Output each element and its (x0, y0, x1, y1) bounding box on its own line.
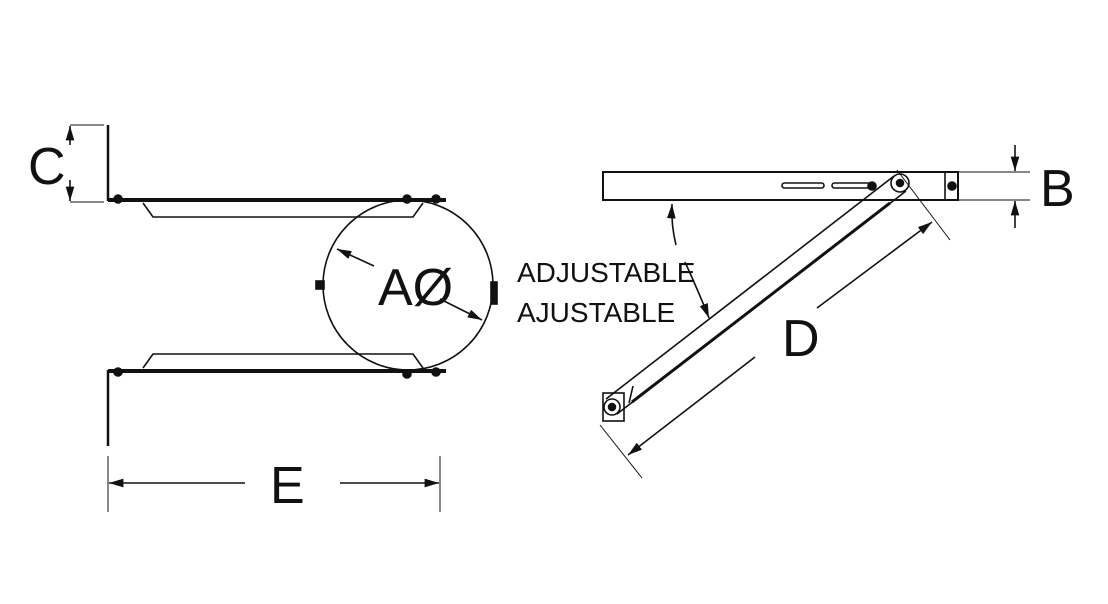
pipe-circle (315, 199, 498, 371)
dimension-e (107, 456, 441, 512)
side-bracket-arm (602, 171, 1030, 422)
label-d: D (782, 310, 820, 368)
dimension-d (599, 169, 951, 479)
label-e: E (270, 457, 305, 515)
label-c: C (28, 138, 66, 196)
label-b: B (1040, 160, 1075, 218)
label-adjustable: ADJUSTABLE (517, 257, 695, 288)
bottom-bracket (106, 353, 446, 446)
label-ajustable: AJUSTABLE (517, 297, 675, 328)
label-a-diameter: AØ (378, 259, 453, 317)
dimension-c (65, 124, 104, 203)
top-bracket (106, 125, 446, 218)
